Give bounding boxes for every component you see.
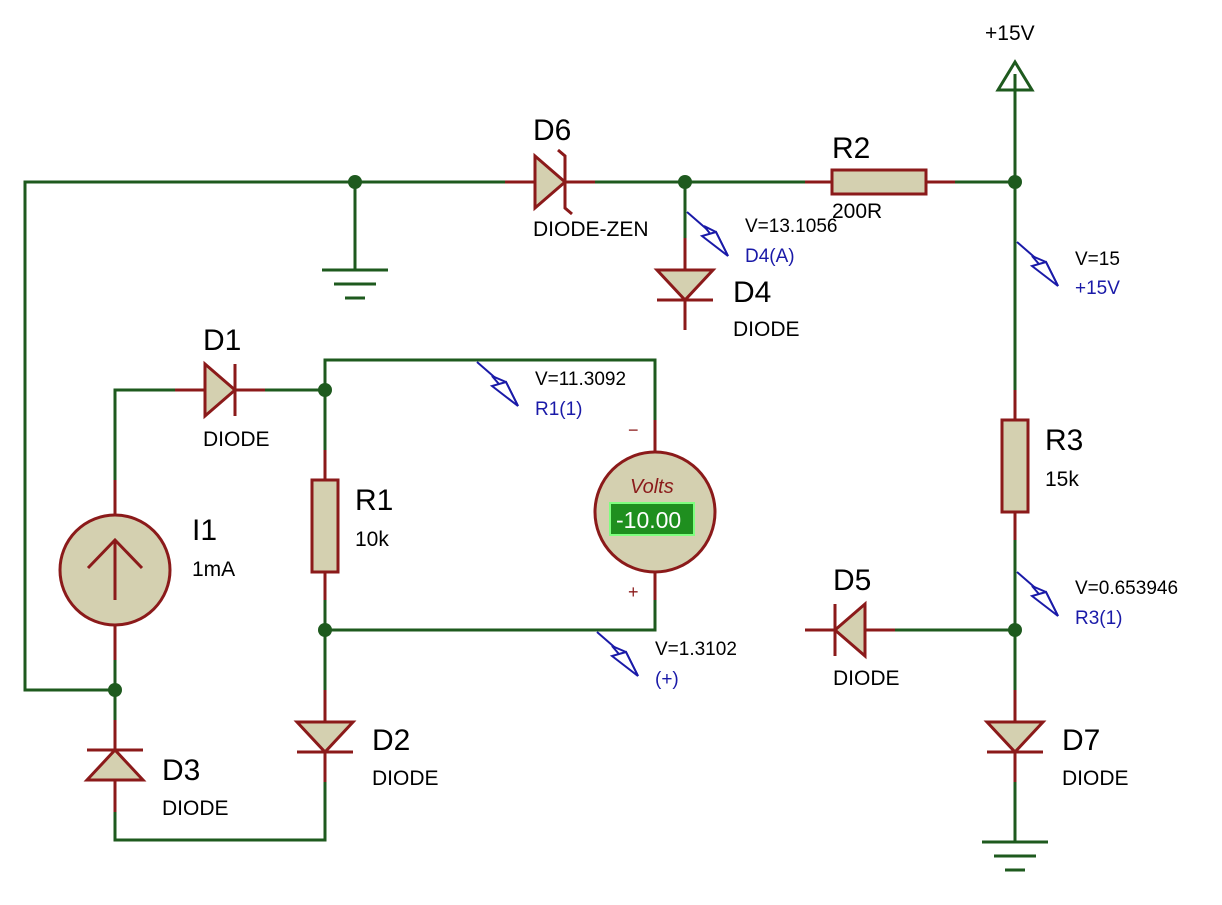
diode-icon <box>533 152 568 212</box>
i1-value: 1mA <box>192 558 235 581</box>
probe-plus-voltage: V=1.3102 <box>655 639 737 660</box>
diode-d1[interactable]: D1 DIODE <box>175 324 270 451</box>
diode-d6[interactable]: D6 DIODE-ZEN <box>505 114 649 241</box>
voltmeter-reading: -10.00 <box>616 507 681 533</box>
probe-d4a-name: D4(A) <box>745 246 795 267</box>
d3-ref: D3 <box>162 754 200 787</box>
probe-r1-1-voltage: V=11.3092 <box>535 369 626 390</box>
d1-type: DIODE <box>203 428 270 451</box>
diode-icon <box>293 720 357 755</box>
probe-plus-name: (+) <box>655 669 679 690</box>
r1-ref: R1 <box>355 484 393 517</box>
supply-terminal: +15V <box>985 22 1035 92</box>
probe-r3-1[interactable]: V=0.653946 R3(1) <box>1016 571 1178 629</box>
d5-type: DIODE <box>833 667 900 690</box>
junction <box>348 175 362 189</box>
d2-type: DIODE <box>372 767 439 790</box>
probe-15v[interactable]: V=15 +15V <box>1016 241 1120 299</box>
probe-d4a-voltage: V=13.1056 <box>745 216 837 237</box>
d6-ref: D6 <box>533 114 571 147</box>
r2-value: 200R <box>832 200 882 223</box>
voltmeter[interactable]: Volts -10.00 − + <box>593 420 717 602</box>
diode-d4[interactable]: D4 DIODE <box>653 238 800 341</box>
probe-15v-name: +15V <box>1075 278 1120 299</box>
junction <box>1008 623 1022 637</box>
probe-r1-1-name: R1(1) <box>535 399 583 420</box>
diode-icon <box>832 600 867 660</box>
d5-ref: D5 <box>833 564 871 597</box>
probe-r3-1-name: R3(1) <box>1075 608 1123 629</box>
diode-d5[interactable]: D5 DIODE <box>805 564 900 690</box>
current-source-i1[interactable]: I1 1mA <box>58 480 235 660</box>
junction <box>108 683 122 697</box>
r3-value: 15k <box>1045 468 1079 491</box>
d6-type: DIODE-ZEN <box>533 218 649 241</box>
diode-icon <box>653 268 717 303</box>
diode-d7[interactable]: D7 DIODE <box>983 690 1129 790</box>
diode-icon <box>203 360 238 420</box>
voltmeter-neg-symbol: − <box>628 420 639 440</box>
voltmeter-pos-symbol: + <box>628 582 639 602</box>
junction <box>318 383 332 397</box>
ground-symbol-top <box>322 268 388 300</box>
d7-ref: D7 <box>1062 724 1100 757</box>
probe-d4a[interactable]: V=13.1056 D4(A) <box>686 211 837 267</box>
diode-icon <box>983 720 1047 755</box>
junction <box>318 623 332 637</box>
probe-r3-1-voltage: V=0.653946 <box>1075 578 1178 599</box>
resistor-r2[interactable]: R2 200R <box>805 132 955 223</box>
r3-ref: R3 <box>1045 424 1083 457</box>
junction <box>1008 175 1022 189</box>
d4-ref: D4 <box>733 276 771 309</box>
diode-d3[interactable]: D3 DIODE <box>83 720 229 820</box>
wires <box>23 88 1017 842</box>
resistor-r1[interactable]: R1 10k <box>310 450 393 600</box>
ground-symbol-bottom <box>982 840 1048 872</box>
probe-15v-voltage: V=15 <box>1075 249 1120 270</box>
supply-label: +15V <box>985 22 1035 45</box>
d7-type: DIODE <box>1062 767 1129 790</box>
voltmeter-display <box>609 502 695 536</box>
d4-type: DIODE <box>733 318 800 341</box>
voltmeter-title: Volts <box>630 476 674 498</box>
resistor-icon <box>830 168 928 196</box>
resistor-r3[interactable]: R3 15k <box>1000 390 1083 540</box>
resistor-icon <box>310 478 340 574</box>
probe-r1-1[interactable]: V=11.3092 R1(1) <box>476 361 626 420</box>
probe-plus[interactable]: V=1.3102 (+) <box>596 631 737 690</box>
i1-ref: I1 <box>192 514 217 547</box>
r1-value: 10k <box>355 528 389 551</box>
d3-type: DIODE <box>162 797 229 820</box>
d2-ref: D2 <box>372 724 410 757</box>
diode-icon <box>83 747 147 782</box>
resistor-icon <box>1000 418 1030 514</box>
junction <box>678 175 692 189</box>
junctions <box>108 175 1022 697</box>
diode-d2[interactable]: D2 DIODE <box>293 690 439 790</box>
d1-ref: D1 <box>203 324 241 357</box>
r2-ref: R2 <box>832 132 870 165</box>
